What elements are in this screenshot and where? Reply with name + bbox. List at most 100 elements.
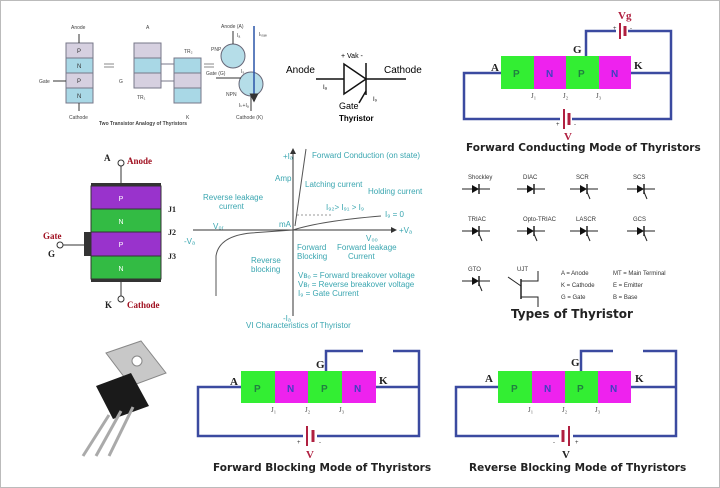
vi-legend-item: Vʙᵣ = Reverse breakover voltage xyxy=(298,280,415,289)
ma-label: mA xyxy=(279,220,292,229)
a-label: A xyxy=(491,62,499,74)
junction-label: J₂ xyxy=(563,92,569,100)
vi-legend-item: Vʙₒ = Forward breakover voltage xyxy=(298,271,415,280)
k-label: K xyxy=(105,300,112,310)
vi-characteristics: +Iₐ -Iₐ +Vₐ -Vₐ Amp mA V₀ᵣ V₀ₒ I₉ = 0 I₉… xyxy=(184,148,423,330)
cathode-label: Cathode xyxy=(127,300,160,310)
plus-ia-label: +Iₐ xyxy=(283,152,294,161)
reverse-blocking-label: blocking xyxy=(251,265,280,274)
vbo-label: V₀ₒ xyxy=(366,234,378,243)
anode-label: Anode xyxy=(286,65,315,76)
types-caption: Types of Thyristor xyxy=(511,307,633,321)
layer-n1: N xyxy=(287,384,294,395)
device-label: LASCR xyxy=(576,217,597,223)
thyristor-package-image xyxy=(81,340,167,457)
k-label: K xyxy=(634,60,643,72)
icathode-label: Iₖ+Iₐ xyxy=(239,103,249,109)
iload-label: Iₗₒₐₑ xyxy=(259,32,267,38)
two-transistor-analogy: P N P N Anode Cathode Gate A K G TR₁ TR₂ xyxy=(39,24,267,127)
forward-conduction-label: Forward Conduction (on state) xyxy=(312,151,420,160)
legend-item: MT = Main Terminal xyxy=(613,271,666,277)
holding-current-label: Holding current xyxy=(368,187,423,196)
device-symbol-opto-triac: Opto-TRIAC xyxy=(517,217,557,242)
v-label: V xyxy=(564,131,572,143)
a-label: A xyxy=(230,376,238,388)
layer-p1: P xyxy=(254,384,261,395)
reverse-leakage-label: current xyxy=(219,202,245,211)
device-symbol-scr: SCR xyxy=(570,175,598,200)
layer-label: N xyxy=(77,64,81,70)
legend-item: B = Base xyxy=(613,295,638,301)
junction-label: J2 xyxy=(168,228,176,237)
legend-item: K = Cathode xyxy=(561,283,595,289)
vg-label: Vg xyxy=(618,10,632,22)
ianode-label: Iₐ xyxy=(237,33,240,39)
symbol-caption: Thyristor xyxy=(339,114,374,123)
forward-blocking-curve xyxy=(292,215,382,231)
battery-icon xyxy=(559,426,573,446)
plus-sign: + xyxy=(575,440,579,446)
junction-label: J₃ xyxy=(596,92,602,100)
g-label: G xyxy=(119,79,123,85)
device-label: SCS xyxy=(633,175,645,181)
a-label: A xyxy=(146,25,150,31)
plus-sign: + xyxy=(556,122,560,128)
types-of-thyristor: Shockley DIAC SCR SCS TRIAC Opto-TRIAC L… xyxy=(462,175,655,307)
k-label: K xyxy=(186,115,190,121)
vbr-label: V₀ᵣ xyxy=(213,222,224,231)
device-symbol-scs: SCS xyxy=(627,175,655,200)
v-label: V xyxy=(306,449,314,461)
minus-sign: - xyxy=(319,440,321,446)
layer-n2: N xyxy=(611,69,618,80)
anode-label: Anode xyxy=(71,25,86,31)
forward-leakage-label: Forward leakage xyxy=(337,243,397,252)
forward-conducting-caption: Forward Conducting Mode of Thyristors xyxy=(466,142,701,154)
device-symbol-triac: TRIAC xyxy=(462,217,490,242)
npn-label: NPN xyxy=(226,92,237,98)
junction-label: J₁ xyxy=(531,92,536,100)
forward-conduction-curve xyxy=(294,148,307,227)
layer-label: P xyxy=(77,79,81,85)
plus-sign: + xyxy=(297,440,301,446)
reverse-leakage-label: Reverse leakage xyxy=(203,193,264,202)
k-label: K xyxy=(635,373,644,385)
layer-p2: P xyxy=(321,384,328,395)
vi-caption: VI Characteristics of Thyristor xyxy=(246,321,351,330)
gate-label: Gate xyxy=(339,101,359,111)
plus-sign: + xyxy=(613,26,617,32)
tr2-label: TR₂ xyxy=(184,49,193,55)
layer-label: N xyxy=(77,94,81,100)
device-symbol-lascr: LASCR xyxy=(570,217,598,242)
k-label: K xyxy=(379,375,388,387)
anode-a-label: Anode (A) xyxy=(221,24,244,30)
types-legend: A = Anode K = Cathode G = Gate MT = Main… xyxy=(511,271,666,321)
device-symbol-ujt: UJT xyxy=(507,267,539,307)
junction-label: J₁ xyxy=(528,406,533,414)
reverse-blocking-circuit: P N P N J₁ J₂ J₃ A K G V - + Reverse Blo… xyxy=(454,349,686,474)
battery-icon xyxy=(303,426,317,446)
gate-battery-icon xyxy=(616,23,628,39)
split-block: A K G TR₁ TR₂ xyxy=(119,25,202,121)
layer-n2: N xyxy=(354,384,361,395)
anode-label: Anode xyxy=(127,156,152,166)
minus-va-label: -Vₐ xyxy=(184,237,196,246)
layer-label: P xyxy=(119,242,124,249)
legend-item: G = Gate xyxy=(561,295,586,301)
ig-label: I₉ xyxy=(373,97,378,103)
reverse-blocking-caption: Reverse Blocking Mode of Thyristors xyxy=(469,462,686,474)
layer-p1: P xyxy=(511,384,518,395)
junction-label: J3 xyxy=(168,252,176,261)
a-label: A xyxy=(104,153,111,163)
device-label: GCS xyxy=(633,217,646,223)
g-label: G xyxy=(571,357,580,369)
device-symbol-gcs: GCS xyxy=(627,217,655,242)
reverse-curve xyxy=(215,229,294,296)
layer-label: N xyxy=(118,266,123,273)
ig-label: I₉ xyxy=(241,69,244,75)
a-label: A xyxy=(485,373,493,385)
main-battery-icon xyxy=(560,109,572,129)
two-transistor-caption: Two Transistor Analogy of Thyristors xyxy=(99,121,187,127)
junction-label: J₂ xyxy=(305,406,311,414)
